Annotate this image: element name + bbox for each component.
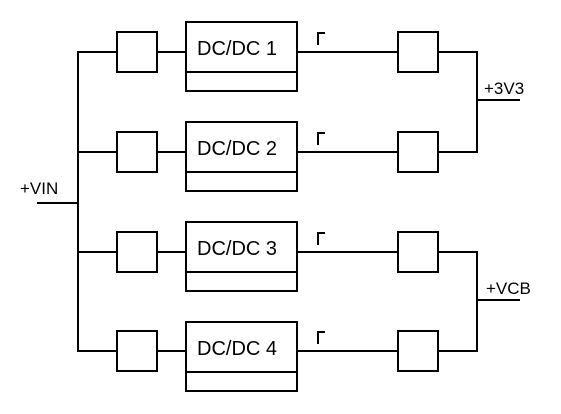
channel-1-enable-tick <box>317 32 325 45</box>
output-3v3-label: +3V3 <box>484 79 524 98</box>
dcdc-1-block <box>185 21 298 92</box>
channel-1-output-block <box>397 31 439 73</box>
channel-3-input-block <box>116 231 158 273</box>
channel-3-enable-tick <box>317 232 325 245</box>
output-vcb-label: +VCB <box>486 279 531 298</box>
channel-4: DC/DC 4 <box>77 321 478 392</box>
dcdc-3-label: DC/DC 3 <box>197 238 277 260</box>
channel-4-output-block <box>397 330 439 372</box>
channel-3-output-block <box>397 231 439 273</box>
input-net-label: +VIN <box>20 179 58 198</box>
channel-3: DC/DC 3 <box>77 221 478 292</box>
channel-2-input-block <box>116 131 158 173</box>
channel-1: DC/DC 1 <box>77 21 478 92</box>
dcdc-2-block <box>185 121 298 192</box>
channel-2-output-block <box>397 131 439 173</box>
channel-2-enable-tick <box>317 132 325 145</box>
channel-1-input-block <box>116 31 158 73</box>
channel-2: DC/DC 2 <box>77 121 478 192</box>
channel-4-enable-tick <box>317 331 325 344</box>
dcdc-2-label: DC/DC 2 <box>197 138 277 160</box>
dcdc-3-block <box>185 221 298 292</box>
dcdc-4-block <box>185 321 298 392</box>
dcdc-1-label: DC/DC 1 <box>197 38 277 60</box>
dcdc-4-label: DC/DC 4 <box>197 338 277 360</box>
channel-4-input-block <box>116 330 158 372</box>
